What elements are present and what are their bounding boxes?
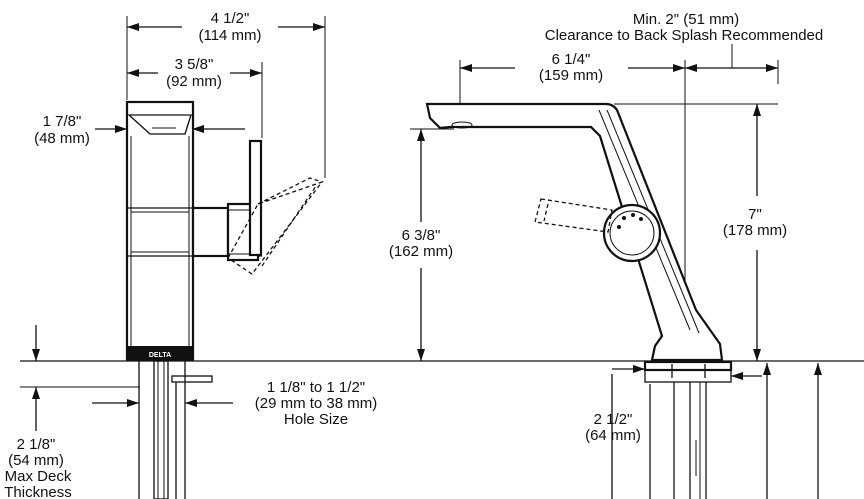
deck-thickness-dimension: 2 1/8" (54 mm) Max Deck Thickness <box>4 325 140 499</box>
body-depth-imperial: 1 7/8" <box>43 113 82 130</box>
base-offset-metric: (64 mm) <box>585 427 641 444</box>
deck-thickness-line2: Thickness <box>4 484 72 499</box>
body-depth-metric: (48 mm) <box>34 130 90 147</box>
hole-size-label: Hole Size <box>284 411 348 428</box>
deck-thickness-imperial: 2 1/8" <box>17 436 56 453</box>
overall-width-imperial: 4 1/2" <box>211 10 250 27</box>
body-width-metric: (92 mm) <box>166 73 222 90</box>
brand-mark: DELTA <box>149 352 171 359</box>
faucet-body-front: DELTA <box>125 100 262 362</box>
clearance-line2: Clearance to Back Splash Recommended <box>545 27 823 44</box>
spout-height-imperial: 6 3/8" <box>402 227 441 244</box>
faucet-body-side <box>425 102 733 499</box>
body-depth-dimension: 1 7/8" (48 mm) <box>34 113 245 147</box>
mounting-shank <box>138 360 213 499</box>
spout-reach-metric: (159 mm) <box>539 67 603 84</box>
clearance-line1: Min. 2" (51 mm) <box>633 11 739 28</box>
spout-height-metric: (162 mm) <box>389 243 453 260</box>
spout-reach-dimension: 6 1/4" (159 mm) <box>460 51 685 84</box>
spout-height-dimension: 6 3/8" (162 mm) <box>389 129 453 361</box>
base-offset-imperial: 2 1/2" <box>594 411 633 428</box>
deck-thickness-line1: Max Deck <box>5 468 72 485</box>
overall-width-dimension: 4 1/2" (114 mm) <box>127 10 325 44</box>
front-view: 4 1/2" (114 mm) 3 5/8" (92 mm) 1 7/8" (4… <box>4 10 377 499</box>
overall-height-dimension: 7" (178 mm) <box>723 104 787 361</box>
overall-width-metric: (114 mm) <box>198 27 261 44</box>
hole-size-imperial: 1 1/8" to 1 1/2" <box>267 379 365 396</box>
body-width-imperial: 3 5/8" <box>175 56 214 73</box>
base-offset-dimension: 2 1/2" (64 mm) <box>585 365 762 499</box>
overall-height-metric: (178 mm) <box>723 222 787 239</box>
right-support-arrows <box>763 363 822 499</box>
deck-thickness-metric: (54 mm) <box>8 452 64 469</box>
spout-reach-imperial: 6 1/4" <box>552 51 591 68</box>
side-view: Min. 2" (51 mm) Clearance to Back Splash… <box>389 11 823 499</box>
hole-size-dimension: 1 1/8" to 1 1/2" (29 mm to 38 mm) Hole S… <box>92 379 377 428</box>
faucet-handle-front <box>191 139 324 275</box>
body-width-dimension: 3 5/8" (92 mm) <box>127 56 262 90</box>
overall-height-imperial: 7" <box>748 206 762 223</box>
clearance-dimension <box>685 64 778 72</box>
hole-size-metric: (29 mm to 38 mm) <box>255 395 378 412</box>
